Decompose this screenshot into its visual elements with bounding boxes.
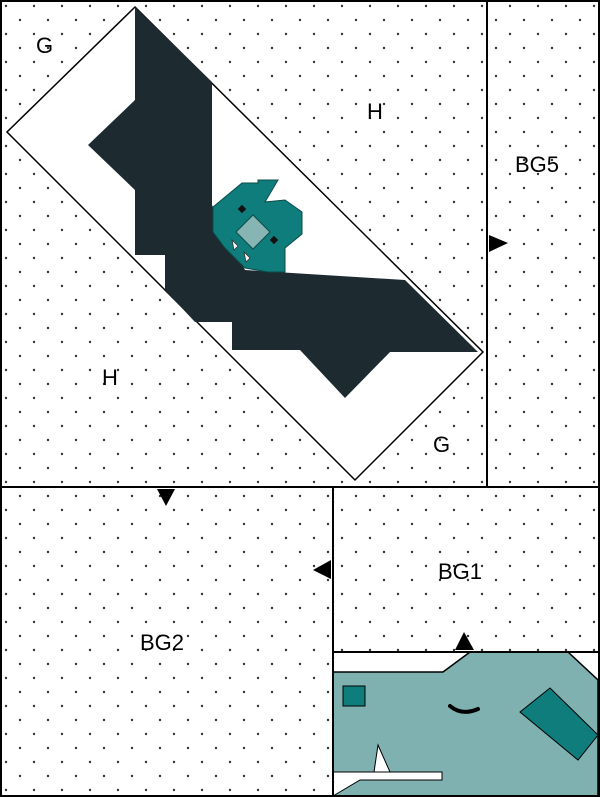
creature-eye [342, 685, 366, 707]
bat-face [235, 214, 271, 250]
creature-ear [519, 687, 599, 761]
bat-fang-right [243, 250, 251, 263]
panel-bg1 [333, 487, 599, 652]
label-h-bottom: H [102, 365, 118, 390]
creature-head-icon [332, 651, 599, 797]
marker-triangle-icon [489, 235, 508, 252]
label-bg5: BG5 [515, 152, 559, 177]
creature-tooth [373, 743, 391, 773]
label-bg1: BG1 [438, 559, 482, 584]
label-bg2: BG2 [140, 630, 184, 655]
label-h-top: H [367, 99, 383, 124]
marker-triangle-icon [313, 560, 331, 579]
bat-eye-left [237, 204, 247, 214]
label-g-bottom: G [433, 432, 450, 457]
bat-fang-left [231, 238, 239, 251]
label-g-top: G [36, 33, 53, 58]
marker-triangle-icon [157, 489, 175, 506]
creature-brow [448, 704, 480, 714]
panel-bg2 [1, 487, 333, 796]
bat-icon [88, 7, 478, 398]
marker-triangle-icon [455, 632, 474, 650]
bat-body [88, 7, 478, 398]
bat-eye-right [269, 235, 279, 245]
